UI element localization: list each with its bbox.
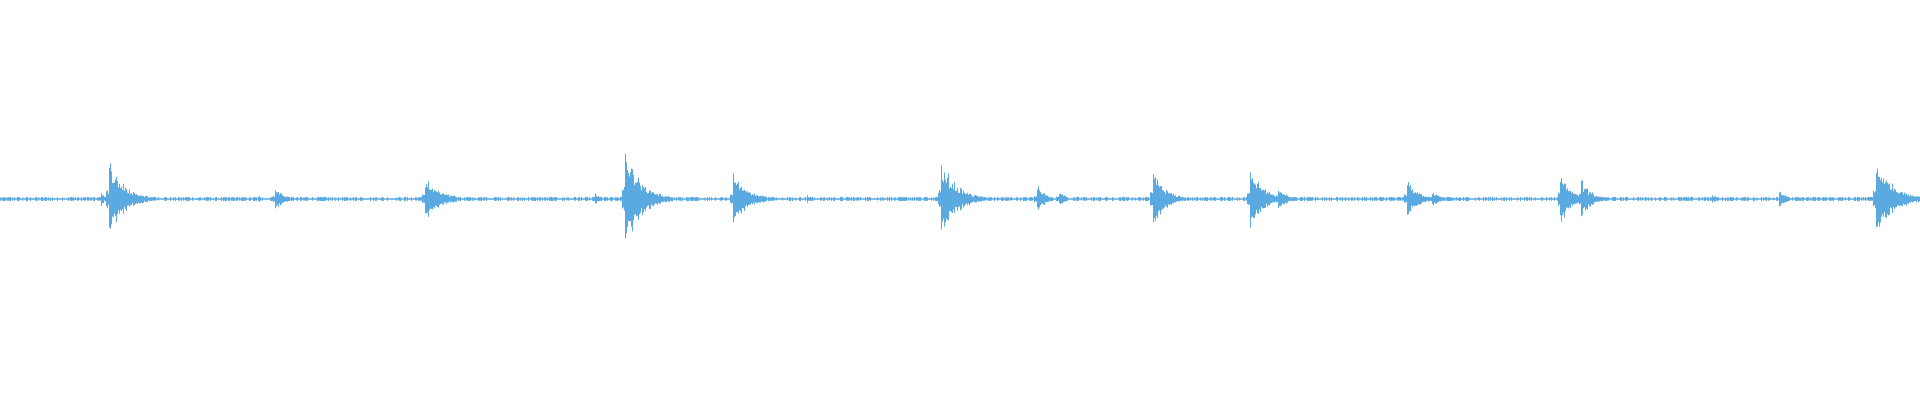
waveform-samples [0, 154, 1920, 239]
